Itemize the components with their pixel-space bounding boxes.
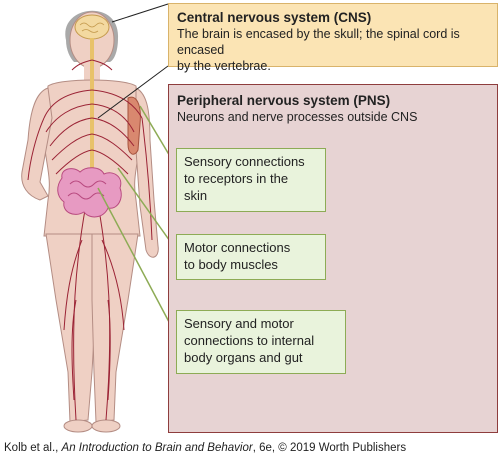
- credit-book-title: An Introduction to Brain and Behavior: [61, 442, 253, 454]
- left-arm-shape: [21, 87, 53, 201]
- callout-line: Motor connections: [184, 240, 291, 255]
- motor-muscle-callout: Motor connections to body muscles: [176, 234, 326, 280]
- cns-label-box: Central nervous system (CNS) The brain i…: [168, 3, 498, 73]
- callout-line: connections to internal: [184, 333, 315, 348]
- left-leg-shape: [45, 233, 97, 423]
- cns-title: Central nervous system (CNS): [177, 10, 372, 25]
- credit-suffix: , 6e, © 2019 Worth Publishers: [252, 442, 407, 454]
- callout-line: to body muscles: [184, 257, 278, 272]
- cns-description-line: The brain is encased by the skull; the s…: [177, 27, 460, 57]
- callout-line: body organs and gut: [184, 350, 303, 365]
- figure-credit: Kolb et al., An Introduction to Brain an…: [4, 442, 406, 454]
- credit-prefix: Kolb et al.,: [4, 442, 62, 454]
- callout-line: skin: [184, 188, 208, 203]
- pns-title: Peripheral nervous system (PNS): [177, 93, 391, 108]
- right-leg-shape: [91, 233, 139, 423]
- internal-organs-callout: Sensory and motor connections to interna…: [176, 310, 346, 374]
- cns-description-line: by the vertebrae.: [177, 59, 271, 73]
- nervous-system-figure: Central nervous system (CNS) The brain i…: [21, 3, 498, 433]
- cns-leader-lines: [97, 3, 169, 119]
- right-arm-shape: [135, 87, 159, 258]
- callout-line: Sensory connections: [184, 154, 305, 169]
- cns-description: The brain is encased by the skull; the s…: [177, 26, 489, 74]
- callout-line: to receptors in the: [184, 171, 289, 186]
- intestines-shape: [57, 167, 122, 218]
- pns-subtitle: Neurons and nerve processes outside CNS: [177, 110, 418, 124]
- callout-line: Sensory and motor: [184, 316, 294, 331]
- sensory-skin-callout: Sensory connections to receptors in the …: [176, 148, 326, 212]
- nerve-network: [27, 59, 153, 421]
